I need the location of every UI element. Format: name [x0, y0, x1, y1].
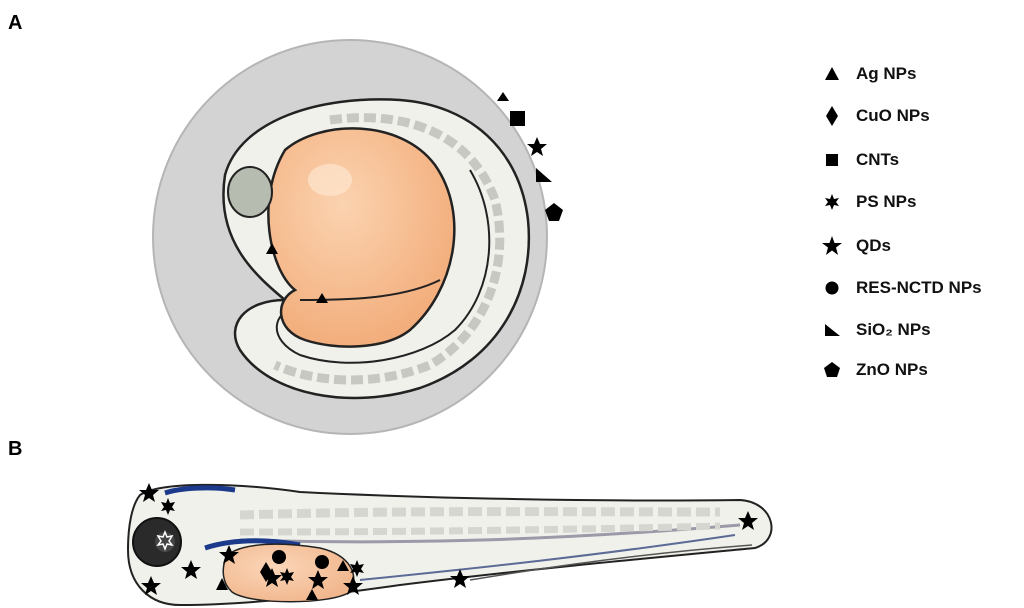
right-triangle-icon — [536, 168, 552, 182]
circle-icon — [820, 276, 844, 300]
circle-icon — [272, 550, 286, 564]
yolk — [268, 128, 454, 346]
legend-item: SiO₂ NPs — [820, 318, 931, 342]
legend-label: PS NPs — [856, 192, 916, 212]
legend-label: CuO NPs — [856, 106, 930, 126]
legend-item: CNTs — [820, 148, 899, 172]
legend-item: Ag NPs — [820, 62, 916, 86]
legend-label: CNTs — [856, 150, 899, 170]
triangle-icon — [497, 92, 509, 101]
right-triangle-icon — [820, 318, 844, 342]
legend-item: QDs — [820, 234, 891, 258]
triangle-icon — [820, 62, 844, 86]
pentagon-icon — [820, 358, 844, 382]
legend-label: RES-NCTD NPs — [856, 278, 982, 298]
circle-icon — [315, 555, 329, 569]
pentagon-icon — [545, 203, 563, 221]
burst-icon — [820, 190, 844, 214]
legend-item: RES-NCTD NPs — [820, 276, 982, 300]
legend-item: PS NPs — [820, 190, 916, 214]
star-icon — [820, 234, 844, 258]
legend-label: QDs — [856, 236, 891, 256]
legend-label: ZnO NPs — [856, 360, 928, 380]
legend-item: ZnO NPs — [820, 358, 928, 382]
embryo-illustration — [153, 40, 547, 434]
star-icon — [527, 137, 547, 156]
diamond-icon — [820, 104, 844, 128]
legend-label: Ag NPs — [856, 64, 916, 84]
legend-item: CuO NPs — [820, 104, 930, 128]
legend-label: SiO₂ NPs — [856, 320, 931, 340]
embryo-eye — [228, 167, 272, 217]
square-icon — [820, 148, 844, 172]
square-icon — [510, 111, 525, 126]
